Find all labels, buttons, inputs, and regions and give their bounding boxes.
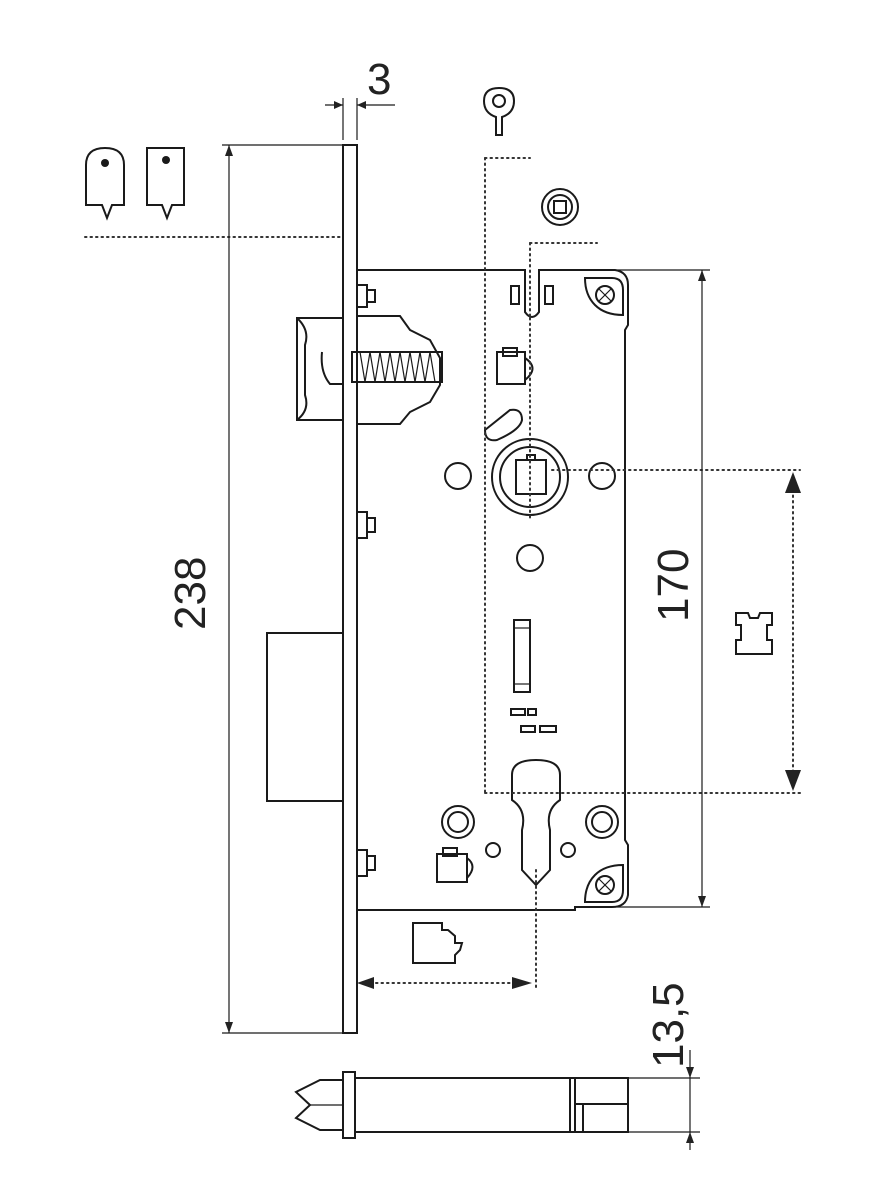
screw-hole-bottom-left (441, 805, 475, 839)
latch-round-icon (85, 146, 125, 221)
latch-square-icon (146, 147, 185, 221)
total-height-label: 238 (166, 557, 215, 630)
pin-bottom-right (560, 842, 576, 858)
centre-distance-dimension (785, 472, 801, 791)
backset-dimension (357, 977, 532, 989)
slide-slot (513, 619, 531, 693)
faceplate-tabs (356, 284, 376, 877)
bottom-lever (436, 847, 474, 883)
pin-bottom-left (485, 842, 501, 858)
backset-square-icon (412, 922, 464, 964)
screw-hole-bottom-right (585, 805, 619, 839)
keyhole-icon (482, 86, 516, 136)
hole-left (444, 462, 472, 490)
hole-right (588, 462, 616, 490)
latch-width-dimension: 13,5 (628, 982, 700, 1150)
corner-screw-bottom (583, 863, 624, 903)
latch-width-label: 13,5 (644, 982, 693, 1068)
follower-pin (483, 408, 524, 442)
plate-thickness-dimension: 3 (325, 55, 395, 140)
strike-box (266, 632, 346, 802)
body-height-dimension: 170 (600, 269, 710, 908)
faceplate (342, 144, 358, 1034)
hole-center (516, 544, 544, 572)
latch-lever (496, 285, 554, 385)
latch-bolt (296, 315, 443, 425)
latch-side-view (294, 1071, 629, 1139)
lock-body (357, 269, 629, 911)
square-spindle-icon (541, 188, 579, 226)
plate-thickness-label: 3 (367, 55, 391, 104)
cylinder-profile-icon (735, 612, 773, 655)
body-height-label: 170 (649, 549, 698, 622)
cylinder-cutout (511, 758, 561, 887)
small-tabs (510, 708, 557, 733)
dotted-reference-lines (484, 157, 801, 991)
total-height-dimension: 238 (166, 144, 345, 1034)
corner-screw-top (583, 277, 624, 317)
